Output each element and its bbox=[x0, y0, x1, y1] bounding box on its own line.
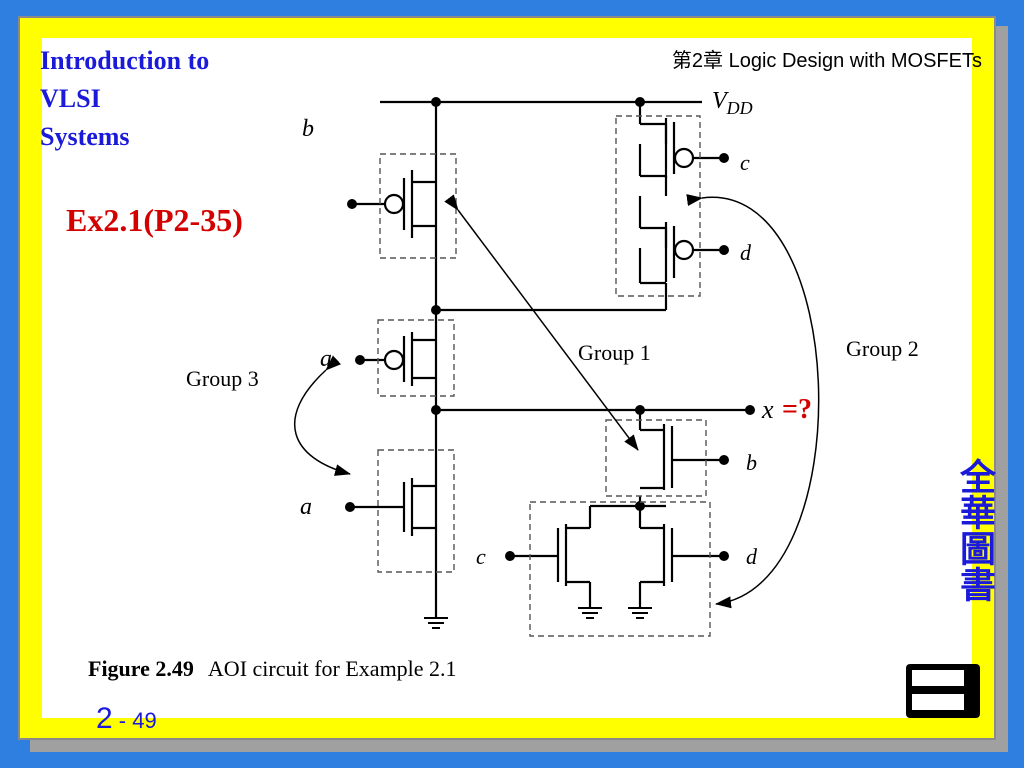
output-x-question: =? bbox=[782, 394, 812, 425]
pfet-b bbox=[352, 170, 436, 238]
nfet-d bbox=[638, 506, 724, 608]
ground-symbols bbox=[424, 607, 652, 629]
input-a-bottom-label: a bbox=[300, 494, 312, 520]
publisher-logo-icon bbox=[906, 664, 980, 718]
course-title: Introduction to VLSI Systems bbox=[40, 46, 210, 151]
pfet-a bbox=[360, 332, 436, 386]
aoi-circuit-diagram: VDD b c d a x =? b a c d Group 1 Group 2… bbox=[60, 78, 964, 698]
input-c-bottom-label: c bbox=[476, 544, 486, 569]
nfet-a bbox=[350, 478, 436, 536]
dashed-group-boxes bbox=[377, 115, 711, 637]
input-b-top-label: b bbox=[302, 116, 314, 142]
nfet-c bbox=[510, 506, 592, 608]
output-x-label: x bbox=[761, 395, 774, 424]
chapter-title: 第2章 Logic Design with MOSFETs bbox=[671, 50, 982, 72]
vdd-label: VDD bbox=[712, 88, 753, 118]
publisher-vertical-text: 全華圖書 bbox=[954, 458, 995, 602]
pfet-c bbox=[664, 118, 724, 178]
page-separator: - bbox=[112, 708, 133, 733]
page-number: 2 - 49 bbox=[96, 702, 157, 736]
group2-label: Group 2 bbox=[846, 336, 919, 361]
nfet-b bbox=[640, 424, 724, 490]
group-arrows bbox=[293, 194, 820, 609]
input-d-bottom-label: d bbox=[746, 544, 758, 569]
group1-label: Group 1 bbox=[578, 340, 651, 365]
page-number-value: 49 bbox=[132, 708, 157, 733]
group3-label: Group 3 bbox=[186, 366, 259, 391]
input-d-top-label: d bbox=[740, 240, 752, 265]
input-c-top-label: c bbox=[740, 150, 750, 175]
pfet-d bbox=[664, 222, 724, 282]
input-b-bottom-label: b bbox=[746, 450, 757, 475]
page-chapter: 2 bbox=[96, 702, 113, 735]
junction-dots bbox=[345, 97, 755, 561]
input-a-mid-label: a bbox=[320, 346, 332, 372]
example-label: Ex2.1(P2-35) bbox=[62, 202, 247, 239]
